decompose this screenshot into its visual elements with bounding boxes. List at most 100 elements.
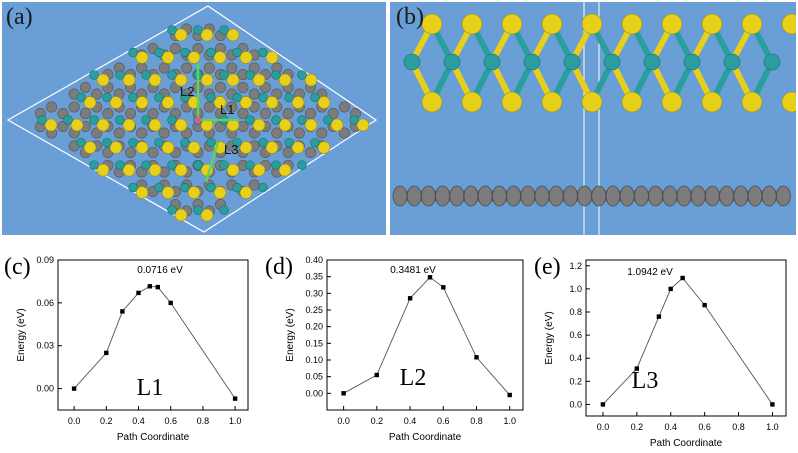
y-tick-label: 0.09 — [36, 255, 54, 265]
path-arrow-l3 — [204, 141, 220, 183]
carbon-atom — [237, 108, 249, 120]
molybdenum-atom — [193, 25, 203, 35]
molybdenum-atom — [232, 137, 242, 148]
x-tick-label: 0.4 — [404, 416, 417, 426]
y-tick-label: 0.06 — [36, 298, 54, 308]
sulfur-atom — [239, 51, 253, 64]
sulfur-atom — [421, 91, 443, 113]
y-tick-label: 0.40 — [305, 255, 323, 265]
data-point — [71, 386, 77, 391]
carbon-atom — [392, 185, 408, 207]
data-point — [668, 286, 673, 292]
carbon-atom — [79, 108, 91, 120]
sulfur-atom — [213, 186, 227, 199]
molybdenum-atom — [232, 182, 242, 193]
x-tick-label: 1.0 — [766, 422, 779, 432]
carbon-atom — [226, 62, 238, 74]
series-line — [73, 285, 236, 399]
x-tick-label: 0.8 — [470, 416, 483, 426]
carbon-atom — [605, 185, 621, 207]
sulfur-atom — [291, 141, 305, 154]
x-tick-label: 0.4 — [664, 422, 677, 432]
molybdenum-atom — [297, 160, 307, 170]
carbon-atom — [91, 127, 103, 139]
plot-frame — [585, 259, 787, 417]
carbon-atom — [46, 101, 58, 113]
carbon-atom — [91, 88, 103, 100]
carbon-atom — [492, 185, 507, 207]
molybdenum-atom — [403, 53, 421, 71]
molybdenum-atom — [180, 137, 190, 148]
y-tick-label: 0.8 — [569, 307, 582, 317]
carbon-atom — [548, 185, 564, 207]
molybdenum-atom — [167, 115, 177, 125]
sulfur-atom — [741, 13, 763, 35]
data-point — [634, 366, 639, 371]
carbon-atom — [690, 185, 706, 207]
data-point — [770, 402, 775, 407]
mos2-layer — [37, 25, 370, 222]
y-tick-label: 0.00 — [36, 384, 54, 394]
sulfur-atom — [226, 73, 240, 87]
carbon-atom — [136, 127, 148, 139]
carbon-atom — [282, 147, 294, 159]
sulfur-atom — [330, 118, 344, 132]
molybdenum-atom — [245, 115, 255, 125]
molybdenum-atom — [723, 53, 741, 71]
x-tick-label: 0.8 — [197, 416, 210, 426]
molybdenum-atom — [193, 205, 203, 215]
sulfur-atom — [781, 91, 796, 113]
panel-letter: (d) — [265, 254, 293, 280]
carbon-atom — [125, 147, 137, 159]
sulfur-atom — [701, 13, 723, 35]
x-tick-label: 0.6 — [164, 416, 177, 426]
sulfur-atom — [501, 91, 523, 113]
data-point — [147, 284, 152, 289]
path-label-l1: L1 — [220, 102, 234, 117]
molybdenum-atom — [271, 115, 281, 125]
molybdenum-atom — [683, 53, 701, 71]
carbon-atom — [338, 127, 350, 139]
carbon-atom — [215, 82, 227, 94]
y-tick-label: 0.4 — [569, 353, 582, 363]
sulfur-atom — [44, 118, 58, 132]
data-point — [374, 372, 379, 378]
series-line — [343, 276, 511, 396]
adsorption-site — [194, 116, 202, 124]
carbon-atom — [591, 185, 607, 207]
supercell-outline — [6, 5, 378, 233]
sulfur-atom — [187, 186, 201, 199]
plot-frame — [326, 259, 524, 411]
x-tick-label: 0.0 — [337, 416, 350, 426]
molybdenum-atom — [76, 137, 86, 148]
molybdenum-atom — [115, 115, 125, 125]
y-tick-label: 0.25 — [305, 305, 323, 315]
carbon-atom — [316, 127, 328, 139]
carbon-atom — [293, 127, 305, 139]
sulfur-atom — [304, 118, 318, 132]
sulfur-atom — [96, 73, 110, 87]
sulfur-atom — [148, 163, 162, 177]
molybdenum-atom — [271, 160, 281, 170]
carbon-atom — [102, 108, 114, 120]
y-tick-label: 1.0 — [569, 284, 582, 294]
sulfur-atom — [122, 163, 136, 177]
molybdenum-atom — [603, 53, 621, 71]
sulfur-atom — [161, 141, 175, 154]
y-tick-label: 0.15 — [305, 338, 323, 348]
sulfur-atom — [161, 186, 175, 199]
sulfur-atom — [278, 118, 292, 132]
carbon-atom — [577, 185, 593, 207]
molybdenum-atom — [349, 115, 359, 125]
graphene-side-layer — [392, 185, 791, 207]
y-tick-label: 0.00 — [305, 388, 323, 398]
barrier-annotation: 1.0942 eV — [627, 267, 673, 278]
molybdenum-atom — [89, 115, 99, 125]
molybdenum-atom — [89, 160, 99, 170]
molybdenum-atom — [141, 70, 151, 80]
carbon-atom — [68, 101, 80, 113]
sulfur-atom — [239, 96, 253, 109]
